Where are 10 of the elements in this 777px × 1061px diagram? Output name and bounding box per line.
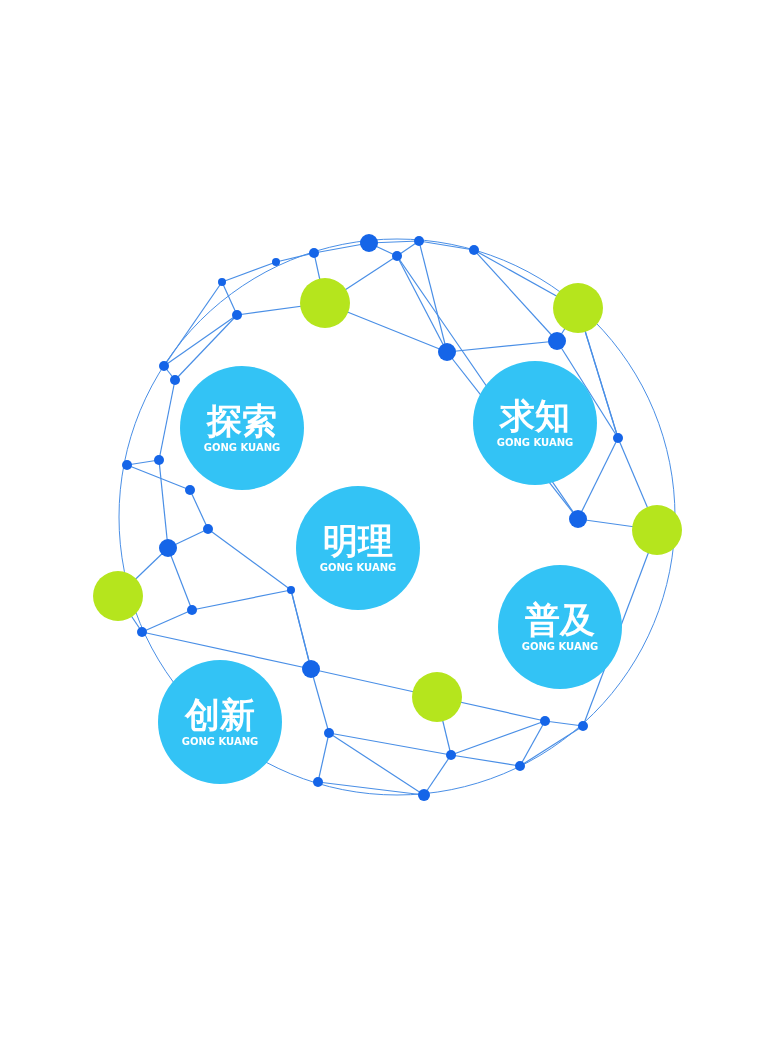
topic-title: 明理 bbox=[323, 521, 393, 561]
topic-title: 探索 bbox=[207, 401, 277, 441]
topic-title: 普及 bbox=[525, 600, 595, 640]
topic-title: 求知 bbox=[500, 396, 570, 436]
topic-subtitle: GONG KUANG bbox=[521, 641, 599, 654]
topic-subtitle: GONG KUANG bbox=[181, 736, 259, 749]
topic-subtitle: GONG KUANG bbox=[319, 562, 397, 575]
topic-subtitle: GONG KUANG bbox=[496, 437, 574, 450]
topic-title: 创新 bbox=[185, 695, 255, 735]
topic-subtitle: GONG KUANG bbox=[203, 442, 281, 455]
